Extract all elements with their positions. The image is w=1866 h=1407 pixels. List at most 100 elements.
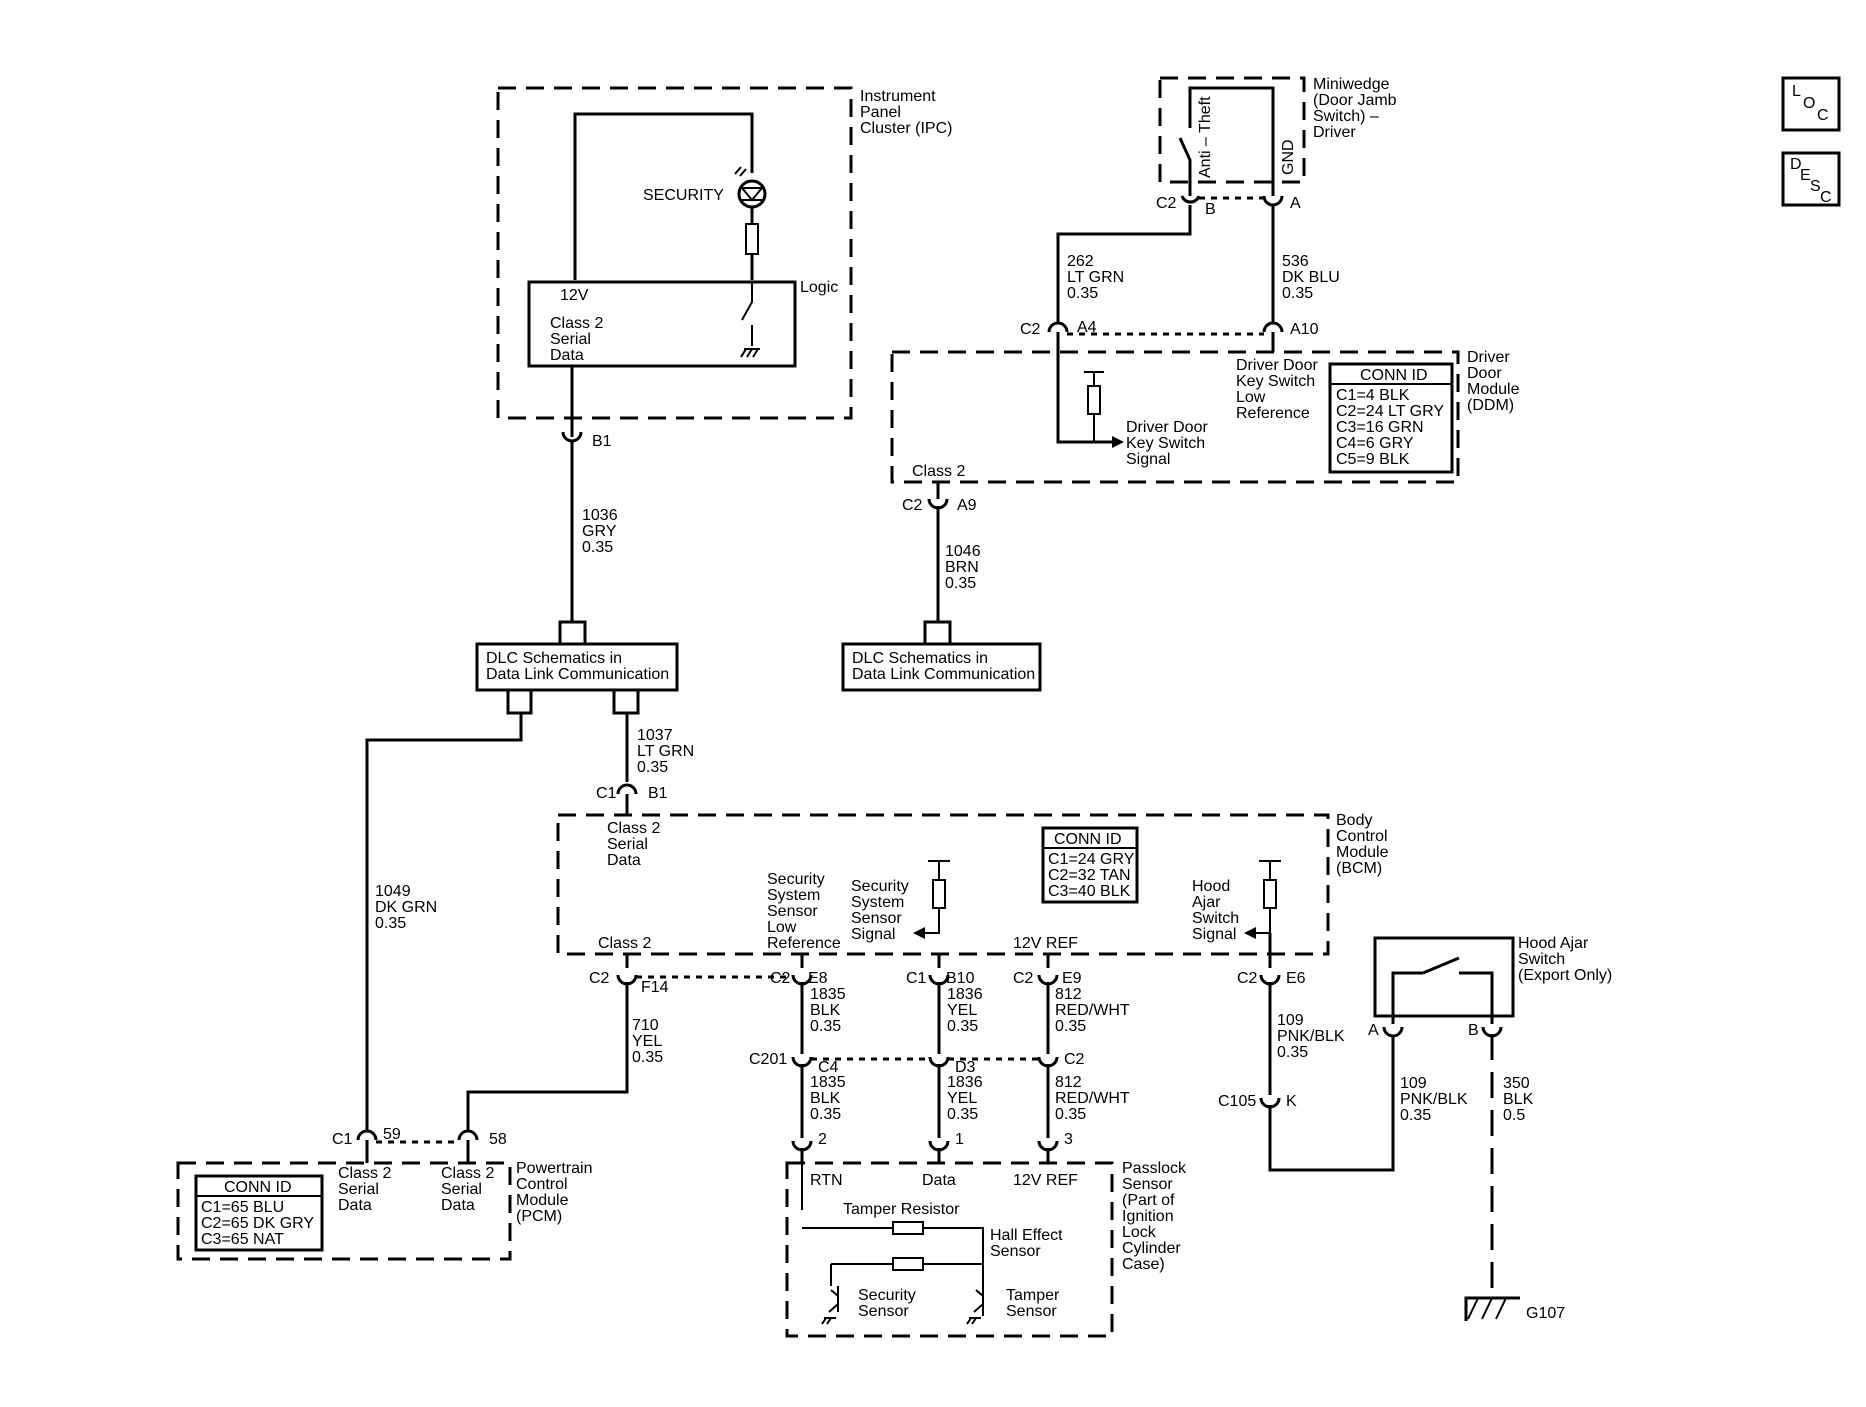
security-indicator-icon — [734, 166, 767, 209]
desc-letter-d: D — [1790, 156, 1802, 173]
ddm-conn2-c2: C2 — [902, 497, 923, 514]
desc-letter-c: C — [1820, 189, 1832, 206]
miniwedge-conn-c2: C2 — [1156, 195, 1177, 212]
dlc-left-box[interactable] — [475, 642, 679, 692]
ipc-logic-label: Logic — [800, 279, 838, 296]
indicator-resistor-icon — [745, 223, 759, 255]
miniwedge-pin-b: B — [1205, 201, 1216, 218]
passlock-rtn-label: RTN — [810, 1172, 843, 1189]
passlock-pin-1: 1 — [955, 1131, 964, 1148]
g107-ground-icon — [1464, 1296, 1520, 1321]
bcm-conn-id-title: CONN ID — [1054, 831, 1122, 848]
bcm-f14-conn: C2 — [589, 970, 610, 987]
passlock-12v-ref-label: 12V REF — [1013, 1172, 1078, 1189]
anti-theft-label: Anti – Theft — [1197, 96, 1214, 178]
hood-signal-arrow-icon — [1244, 927, 1256, 939]
c201-label: C201 — [749, 1051, 787, 1068]
ddm-pin-a4: A4 — [1077, 319, 1097, 336]
hood-pullup-resistor-icon — [1263, 879, 1277, 909]
desc-letter-s: S — [1810, 178, 1821, 195]
bcm-conn-c1: C1 — [596, 785, 617, 802]
hood-pin-a: A — [1368, 1022, 1379, 1039]
passlock-pin-2: 2 — [818, 1131, 827, 1148]
ddm-pin-a10: A10 — [1290, 321, 1319, 338]
tamper-resistor-icon — [892, 1221, 924, 1235]
bcm-e8-pin: E8 — [808, 970, 828, 987]
bcm-b10-pin: B10 — [946, 970, 975, 987]
bcm-e9-conn: C2 — [1013, 970, 1034, 987]
key-switch-signal-arrow-icon — [1112, 436, 1124, 448]
pcm-pin-59: 59 — [383, 1126, 401, 1143]
bcm-class2-label: Class 2 — [598, 935, 651, 952]
ipc-pin-b1: B1 — [592, 433, 612, 450]
bcm-f14-pin: F14 — [641, 979, 669, 996]
tamper-resistor-label: Tamper Resistor — [843, 1201, 960, 1218]
c201-c2: C2 — [1064, 1051, 1085, 1068]
tamper-sensor-transistor-icon — [966, 1286, 984, 1325]
security-signal-arrow-icon — [913, 927, 925, 939]
ipc-12v-label: 12V — [560, 287, 589, 304]
pcm-conn-id-title: CONN ID — [224, 1179, 292, 1196]
c105-label: C105 — [1218, 1093, 1256, 1110]
gnd-label: GND — [1280, 139, 1297, 175]
bcm-e9-pin: E9 — [1062, 970, 1082, 987]
ddm-class2-label: Class 2 — [912, 463, 965, 480]
pcm-pin-58: 58 — [489, 1131, 507, 1148]
hall-resistor-icon — [892, 1257, 924, 1271]
ddm-conn-id-title: CONN ID — [1360, 367, 1428, 384]
c105-pin-k: K — [1286, 1093, 1297, 1110]
hood-pin-b: B — [1468, 1022, 1479, 1039]
desc-letter-e: E — [1800, 167, 1811, 184]
security-pullup-resistor-icon — [932, 879, 946, 909]
pcm-conn-c1: C1 — [332, 1131, 353, 1148]
ipc-security-label: SECURITY — [643, 187, 724, 204]
bcm-e8-conn: C2 — [770, 970, 791, 987]
loc-letter-c: C — [1817, 107, 1829, 124]
bcm-conn-id-table — [1041, 826, 1139, 904]
dlc-right-box[interactable] — [841, 642, 1042, 692]
bcm-e6-pin: E6 — [1286, 970, 1306, 987]
passlock-pin-3: 3 — [1064, 1131, 1073, 1148]
c201-d3: D3 — [955, 1059, 976, 1076]
bcm-pin-b1: B1 — [648, 785, 668, 802]
ddm-conn-id-table — [1328, 362, 1454, 474]
bcm-12v-ref-label: 12V REF — [1013, 935, 1078, 952]
ddm-pin-a9: A9 — [957, 497, 977, 514]
loc-button[interactable]: L O C — [1781, 76, 1841, 132]
desc-button[interactable]: D E S C — [1781, 151, 1841, 207]
